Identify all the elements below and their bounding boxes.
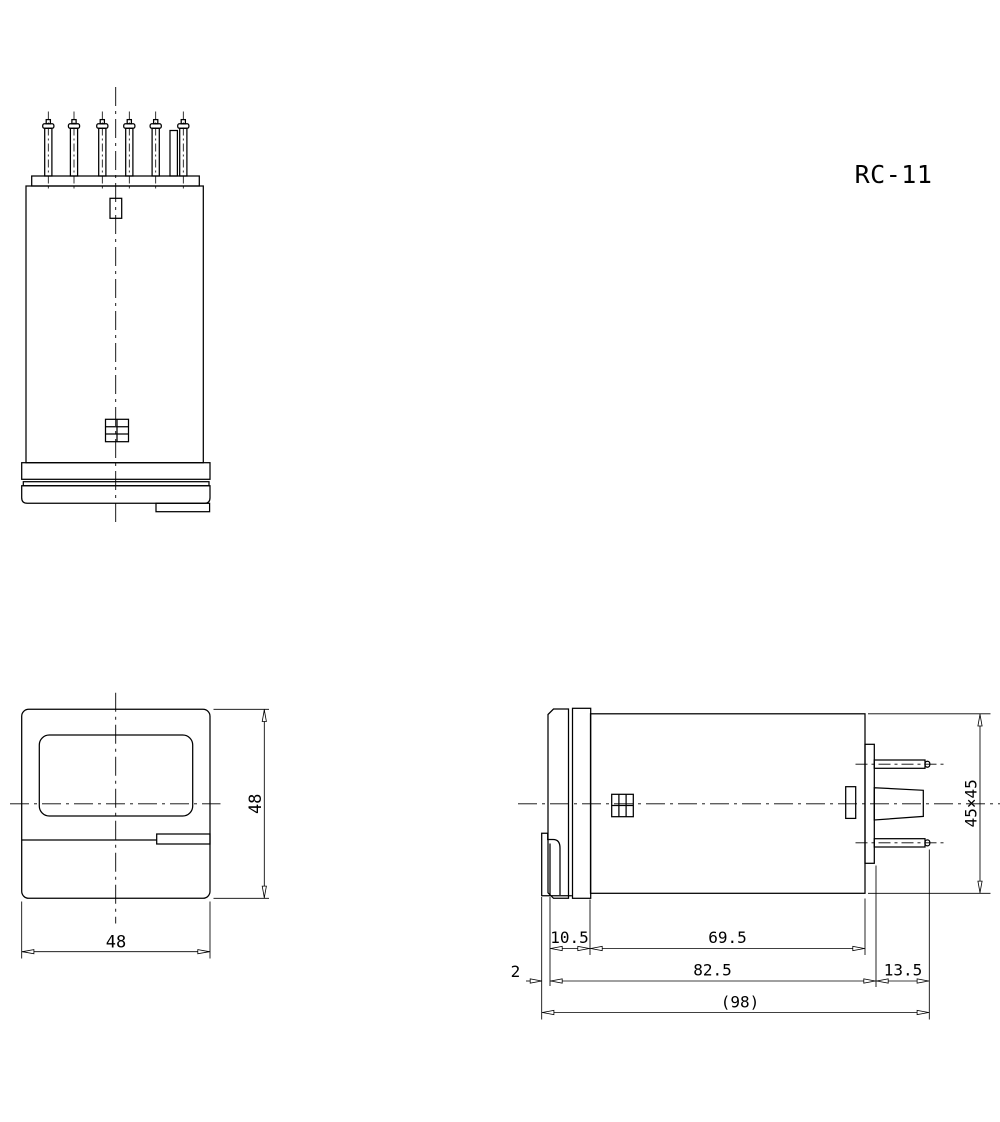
arrow-left (550, 978, 563, 984)
pin-length-dimension: 13.5 (876, 961, 929, 984)
face-lever-tab (156, 833, 211, 845)
bezel-band-a (21, 462, 211, 480)
arrow-right (197, 949, 210, 955)
pin-1 (42, 111, 55, 190)
overall-body-label: 82.5 (693, 961, 732, 980)
side-pin-bottom (855, 838, 946, 848)
side-extension-lines (541, 849, 930, 1020)
arrow-right (916, 978, 929, 984)
total-length-label: (98) (721, 993, 760, 1012)
front-plate (571, 707, 592, 899)
panel-depth-label: 10.5 (550, 928, 589, 947)
side-pin-top (855, 759, 946, 769)
pin-6 (177, 111, 190, 190)
keyway-window (845, 786, 857, 820)
mounting-latch (541, 832, 572, 897)
model-label: RC-11 (855, 160, 933, 189)
face-outline (21, 708, 211, 899)
arrow-left (876, 978, 889, 984)
arrow-left (590, 945, 603, 952)
flat-pin (169, 129, 179, 177)
arrow-up (977, 714, 983, 727)
pin-length-label: 13.5 (884, 961, 923, 980)
top-window (109, 197, 123, 219)
body-length-label: 69.5 (708, 928, 747, 947)
arrow-right (916, 1009, 929, 1016)
front-view (21, 87, 211, 527)
side-terminal-grid-symbol (611, 793, 634, 818)
arrow-left (550, 945, 563, 952)
release-lever-tab (155, 502, 211, 513)
arrow-right (863, 978, 876, 984)
face-size-label: 45×45 (962, 779, 981, 827)
arrow-right (577, 945, 590, 952)
pin-4 (123, 111, 136, 190)
face-width-dimension: 48 (21, 901, 211, 959)
face-window (38, 734, 194, 817)
relay-body-outline (25, 185, 204, 464)
side-view (518, 707, 1000, 899)
arrow-up (261, 709, 267, 722)
pin-2 (67, 111, 81, 190)
arrow-down (977, 880, 983, 893)
face-size-dimension: 45×45 (868, 713, 991, 894)
face-view (10, 692, 221, 924)
arrow-left (542, 1009, 555, 1016)
face-width-label: 48 (106, 933, 126, 953)
pin-3 (96, 111, 109, 190)
arrow-right (852, 945, 865, 952)
body-length-dimension: 69.5 (590, 928, 865, 952)
latch-offset-label: 2 (511, 962, 521, 981)
arrow-left (22, 949, 35, 955)
pin-5 (149, 111, 162, 190)
front-bezel (547, 708, 570, 899)
latch-offset-dimension: 2 (511, 962, 542, 984)
face-height-dimension: 48 (213, 708, 269, 899)
arrow-down (261, 885, 267, 898)
total-length-dimension: (98) (541, 993, 930, 1016)
face-height-label: 48 (246, 794, 266, 814)
terminal-grid-symbol (104, 418, 130, 443)
overall-body-dimension: 82.5 (550, 961, 930, 984)
arrow-right (529, 978, 542, 984)
center-key-post (873, 787, 924, 821)
